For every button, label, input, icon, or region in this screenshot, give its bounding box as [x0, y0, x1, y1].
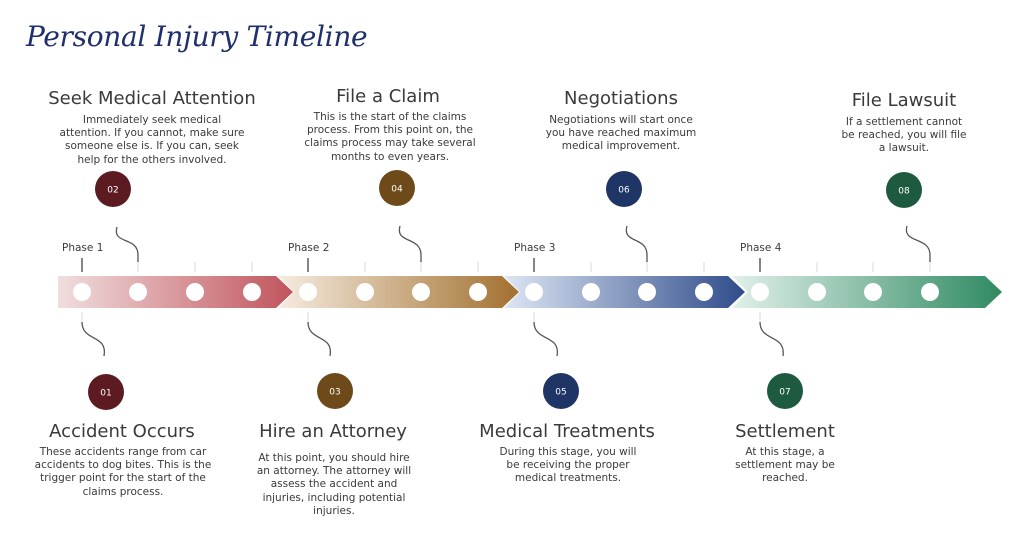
arrow-segment-1 [58, 276, 293, 308]
step-desc-accident-occurs: These accidents range from car accidents… [34, 446, 212, 498]
step-desc-file-a-claim: This is the start of the claims process.… [304, 111, 476, 163]
phase-ticks [81, 258, 761, 272]
node-07: 07 [767, 373, 803, 409]
step-title-file-lawsuit: File Lawsuit [851, 90, 957, 111]
step-title-negotiations: Negotiations [564, 88, 678, 109]
step-desc-settlement: At this stage, a settlement may be reach… [735, 446, 835, 485]
node-06: 06 [606, 171, 642, 207]
step-title-settlement: Settlement [735, 421, 835, 442]
node-label-04: 04 [391, 185, 403, 195]
step-title-accident-occurs: Accident Occurs [49, 421, 195, 442]
step-desc-hire-an-attorney: At this point, you should hire an attorn… [256, 452, 412, 517]
node-label-05: 05 [555, 388, 566, 398]
step-desc-seek-medical-attention: Immediately seek medical attention. If y… [59, 114, 245, 166]
phase-label-2: Phase 2 [288, 242, 330, 254]
arrow-dots [73, 283, 939, 301]
node-circle-06 [606, 171, 642, 207]
step-title-medical-treatments: Medical Treatments [479, 421, 655, 442]
phase-label-1: Phase 1 [62, 242, 104, 254]
node-label-06: 06 [618, 186, 630, 196]
node-circle-01 [88, 374, 124, 410]
step-title-hire-an-attorney: Hire an Attorney [259, 421, 407, 442]
connectors-bottom [81, 321, 784, 357]
step-title-seek-medical-attention: Seek Medical Attention [48, 88, 256, 109]
node-label-07: 07 [779, 388, 790, 398]
node-label-02: 02 [107, 186, 118, 196]
node-circle-05 [543, 373, 579, 409]
node-circle-02 [95, 171, 131, 207]
arrow-segment-2 [278, 276, 519, 308]
step-desc-file-lawsuit: If a settlement cannot be reached, you w… [841, 116, 967, 155]
phase-label-4: Phase 4 [740, 242, 782, 254]
node-circle-07 [767, 373, 803, 409]
page-title: Personal Injury Timeline [26, 20, 368, 53]
node-03: 03 [317, 373, 353, 409]
node-01: 01 [88, 374, 124, 410]
grid-ticks [81, 262, 931, 322]
connectors-top [115, 225, 931, 262]
node-08: 08 [886, 172, 922, 208]
step-desc-medical-treatments: During this stage, you will be receiving… [499, 446, 637, 485]
node-circle-04 [379, 170, 415, 206]
node-label-08: 08 [898, 187, 910, 197]
node-05: 05 [543, 373, 579, 409]
arrow-segment-3 [504, 276, 745, 308]
node-label-03: 03 [329, 388, 340, 398]
node-02: 02 [95, 171, 131, 207]
step-desc-negotiations: Negotiations will start once you have re… [545, 114, 697, 153]
phase-label-3: Phase 3 [514, 242, 556, 254]
node-label-01: 01 [100, 389, 111, 399]
step-title-file-a-claim: File a Claim [336, 86, 440, 107]
node-04: 04 [379, 170, 415, 206]
node-circle-03 [317, 373, 353, 409]
node-circle-08 [886, 172, 922, 208]
